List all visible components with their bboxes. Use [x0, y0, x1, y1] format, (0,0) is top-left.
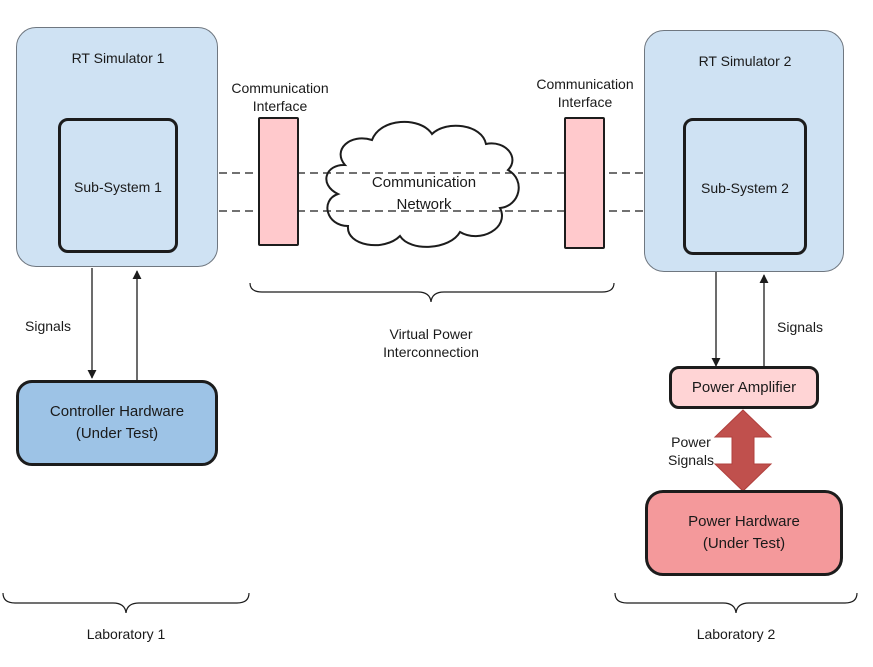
- virtual-interconnection-label: Virtual Power Interconnection: [383, 326, 479, 360]
- laboratory-2-brace: [614, 592, 858, 614]
- signals-label-left: Signals: [25, 318, 71, 334]
- power-signals-label: Power Signals: [668, 434, 714, 468]
- communication-interface-right-label: Communication Interface: [536, 76, 634, 110]
- power-amplifier-label: Power Amplifier: [691, 379, 797, 396]
- network-cloud: [325, 121, 520, 248]
- signals-label-right: Signals: [777, 319, 823, 335]
- communication-interface-right: [564, 117, 605, 249]
- power-amplifier: Power Amplifier: [669, 366, 819, 409]
- sub-system-2: Sub-System 2: [683, 118, 807, 255]
- controller-hardware: Controller Hardware (Under Test): [16, 380, 218, 466]
- sub-system-1: Sub-System 1: [58, 118, 178, 253]
- communication-interface-left: [258, 117, 299, 246]
- sub-system-2-label: Sub-System 2: [701, 180, 789, 196]
- communication-network-label: Communication Network: [371, 174, 477, 213]
- laboratory-1-brace: [2, 592, 250, 614]
- power-hardware: Power Hardware (Under Test): [645, 490, 843, 576]
- sub-system-1-label: Sub-System 1: [74, 179, 162, 195]
- rt-simulator-1-title: RT Simulator 1: [71, 50, 165, 66]
- communication-interface-left-label: Communication Interface: [231, 80, 329, 114]
- laboratory-2-label: Laboratory 2: [696, 626, 776, 642]
- laboratory-1-label: Laboratory 1: [86, 626, 166, 642]
- controller-hardware-label: Controller Hardware (Under Test): [49, 403, 185, 442]
- virtual-interconnection-brace: [249, 282, 615, 303]
- rt-simulator-2-title: RT Simulator 2: [698, 53, 792, 69]
- power-hardware-label: Power Hardware (Under Test): [688, 513, 800, 552]
